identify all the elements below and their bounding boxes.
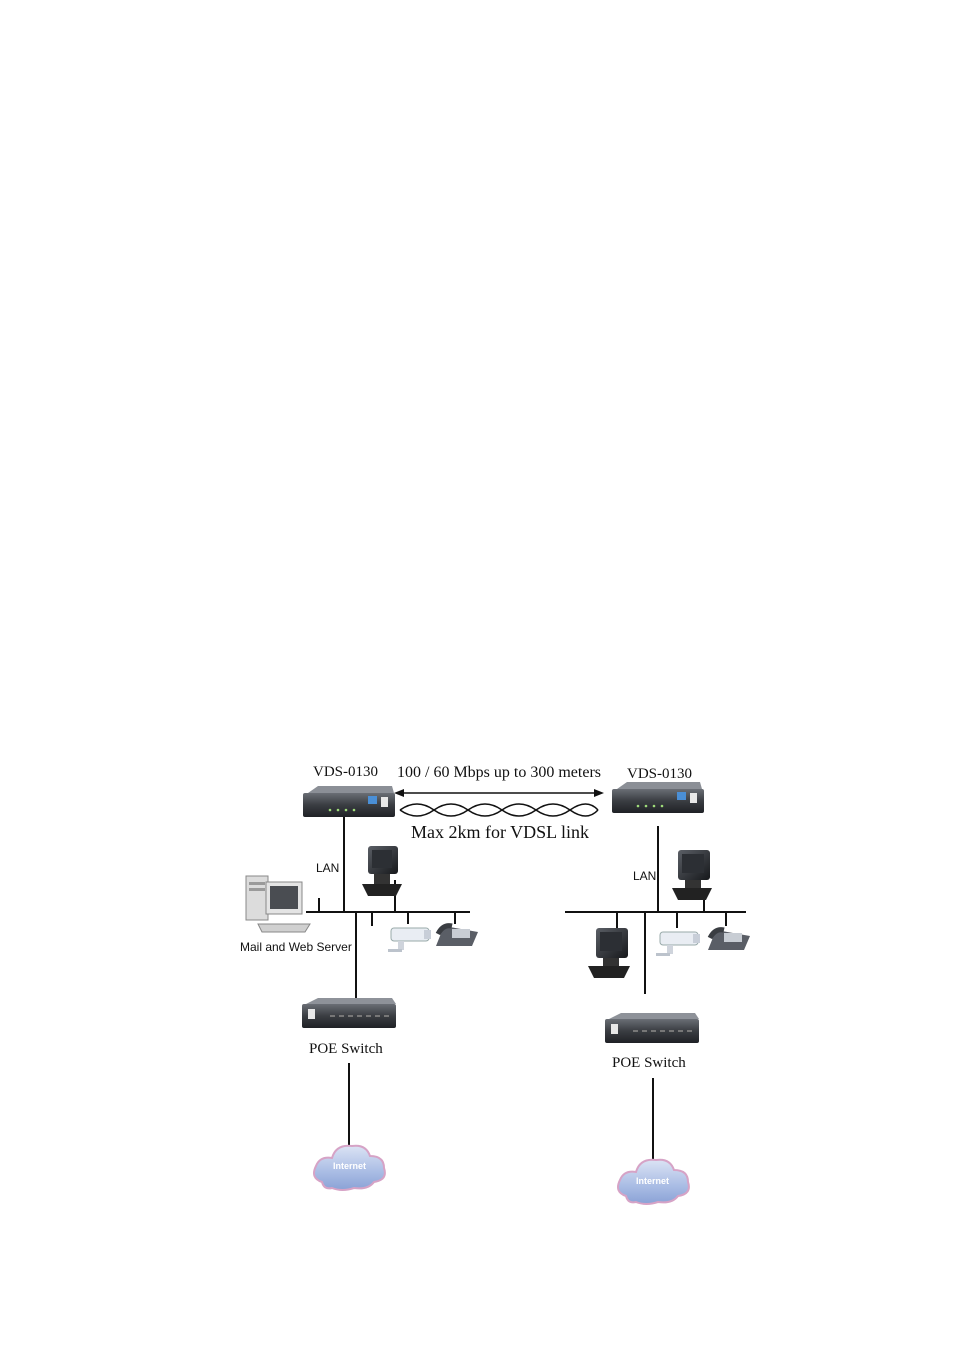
left-poe-switch-icon bbox=[302, 998, 396, 1028]
left-device-label: VDS-0130 bbox=[313, 764, 378, 780]
right-lan-label: LAN bbox=[633, 869, 656, 883]
right-ip-camera-icon bbox=[656, 931, 700, 956]
left-internet-cloud-icon: Internet bbox=[313, 1144, 386, 1191]
left-cloud-label: Internet bbox=[333, 1161, 366, 1171]
link-arrow-right bbox=[594, 789, 604, 797]
link-arrow-left bbox=[394, 789, 404, 797]
right-workstation-2-icon bbox=[588, 928, 630, 978]
right-site: VDS-0130 LAN bbox=[565, 766, 750, 1205]
right-ip-phone-icon bbox=[707, 927, 750, 950]
twisted-pair-b bbox=[399, 803, 599, 817]
link-distance-label: Max 2km for VDSL link bbox=[411, 822, 589, 842]
right-device-label: VDS-0130 bbox=[627, 766, 692, 782]
right-poe-switch-icon bbox=[605, 1013, 699, 1043]
left-vdsl-device-icon bbox=[303, 786, 395, 817]
left-workstation-icon bbox=[362, 846, 402, 896]
right-cloud-label: Internet bbox=[636, 1176, 669, 1186]
right-internet-cloud-icon: Internet bbox=[617, 1158, 690, 1205]
left-ip-phone-icon bbox=[435, 923, 478, 946]
right-vdsl-device-icon bbox=[612, 782, 704, 813]
left-lan-label: LAN bbox=[316, 861, 339, 875]
vdsl-link: 100 / 60 Mbps up to 300 meters Max 2km f… bbox=[394, 764, 604, 842]
left-site: VDS-0130 LAN bbox=[240, 764, 478, 1191]
right-switch-label: POE Switch bbox=[612, 1055, 686, 1071]
server-label: Mail and Web Server bbox=[240, 940, 352, 954]
link-speed-label: 100 / 60 Mbps up to 300 meters bbox=[397, 764, 601, 781]
twisted-pair-a bbox=[399, 803, 599, 817]
mail-web-server-icon bbox=[245, 875, 311, 933]
left-ip-camera-icon bbox=[388, 927, 431, 952]
left-switch-label: POE Switch bbox=[309, 1041, 383, 1057]
right-workstation-icon bbox=[672, 850, 712, 900]
